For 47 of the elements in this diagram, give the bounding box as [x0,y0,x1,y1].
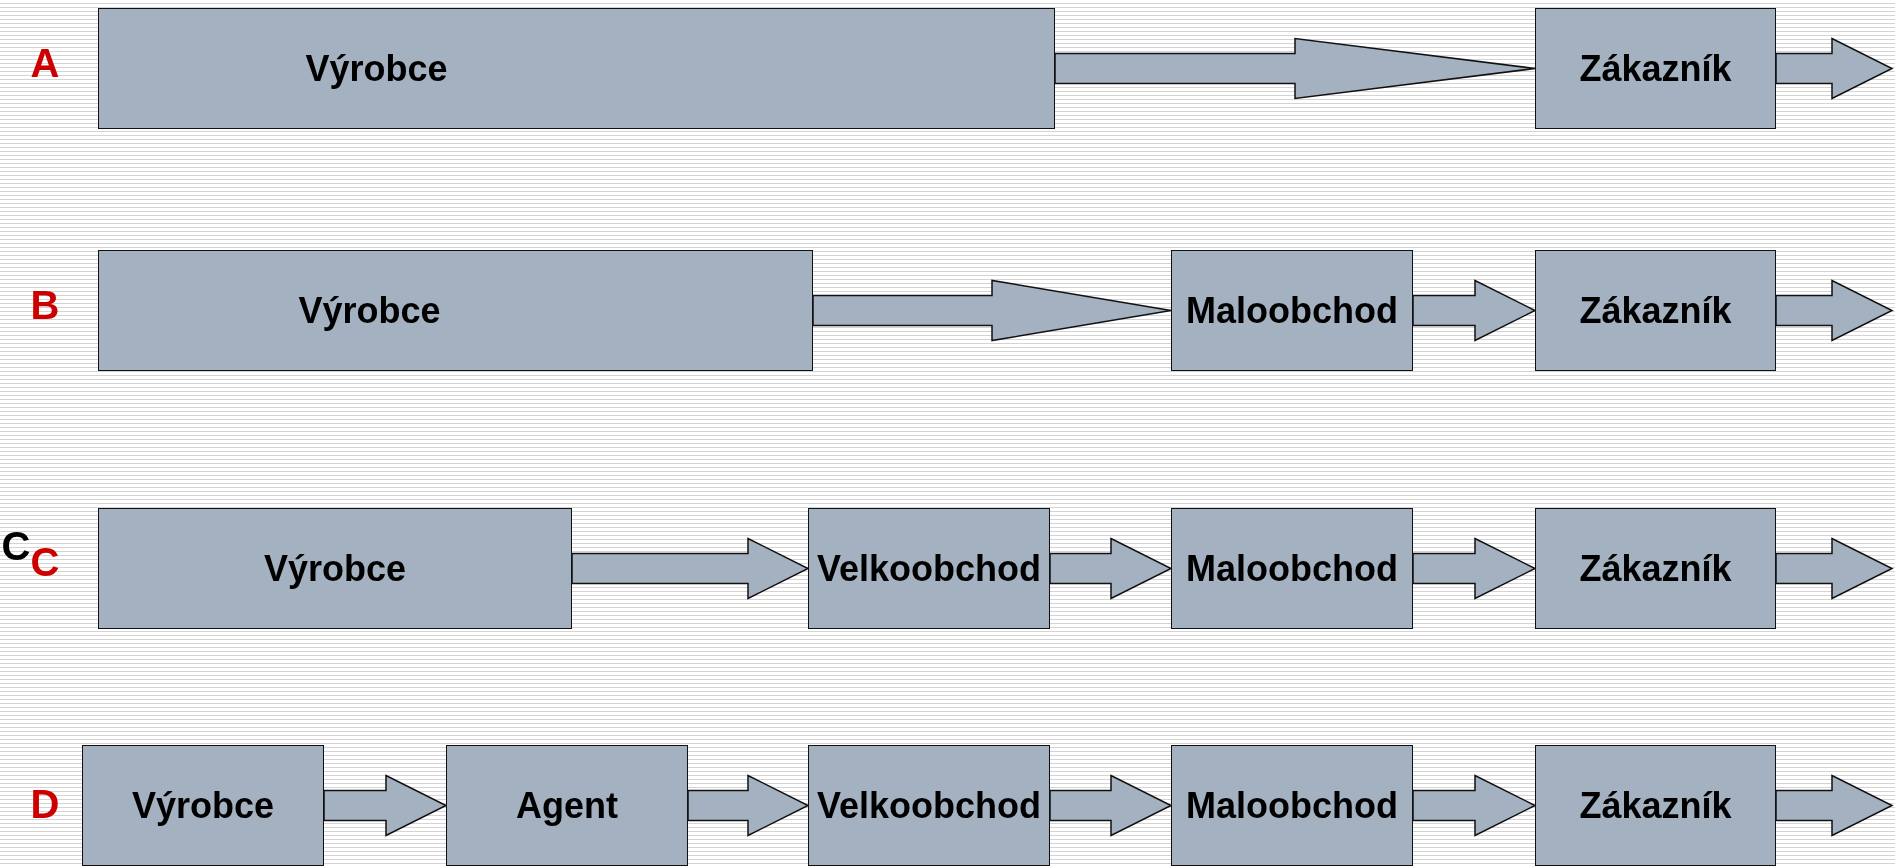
block-arrow [1775,774,1894,837]
process-box [1535,508,1776,629]
box-label: Výrobce [263,547,407,590]
box-label: Výrobce [131,784,275,827]
box-label: Zákazník [1579,784,1732,827]
process-box [1171,745,1413,866]
row-letter: C [30,542,60,582]
row-letter: C [1,526,31,566]
process-box [1535,250,1776,371]
box-label: Maloobchod [1186,784,1398,827]
block-arrow [687,774,810,837]
block-arrow [1412,774,1537,837]
row-letter: A [30,43,60,83]
row-letter: B [30,285,60,325]
row-letter: D [30,784,60,824]
process-box [1535,745,1776,866]
process-box [98,250,813,371]
process-box [98,8,1055,129]
block-arrow [812,279,1172,342]
block-arrow [1412,279,1537,342]
box-label: Zákazník [1579,47,1732,90]
box-label: Výrobce [305,47,448,90]
process-box [98,508,572,629]
process-box [808,745,1050,866]
block-arrow [1412,537,1537,600]
box-label: Maloobchod [1186,547,1398,590]
process-box [446,745,688,866]
box-label: Zákazník [1579,289,1732,332]
block-arrow [571,537,810,600]
block-arrow [1775,279,1894,342]
block-arrow [323,774,448,837]
box-label: Maloobchod [1186,289,1398,332]
process-box [808,508,1050,629]
process-box [1171,508,1413,629]
box-label: Velkoobchod [816,784,1041,827]
process-box [82,745,324,866]
process-box [1535,8,1776,129]
block-arrow [1775,537,1894,600]
box-label: Agent [516,784,618,827]
block-arrow [1049,774,1173,837]
box-label: Zákazník [1579,547,1732,590]
block-arrow [1775,37,1894,100]
box-label: Výrobce [298,289,441,332]
process-box [1171,250,1413,371]
box-label: Velkoobchod [816,547,1041,590]
block-arrow [1049,537,1173,600]
block-arrow [1054,37,1536,100]
